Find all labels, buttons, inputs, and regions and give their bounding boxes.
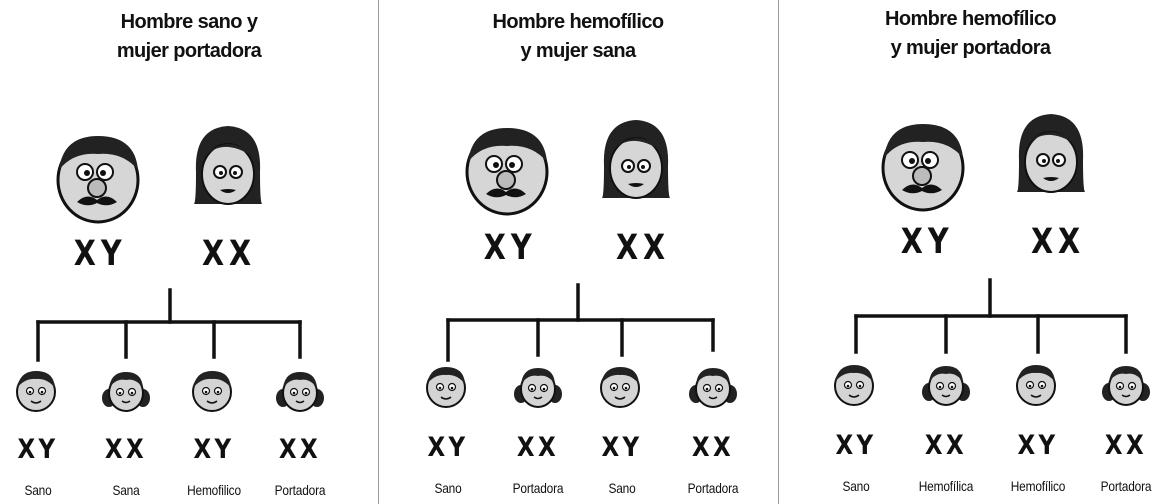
girl-face-icon (1102, 366, 1150, 406)
child-genotype: XY (1017, 430, 1059, 461)
father-genotype: XY (73, 234, 127, 274)
child-label: Portadora (1100, 478, 1152, 494)
boy-face-icon (600, 367, 640, 408)
title-line-2: mujer portadora (116, 40, 262, 62)
panel-title: Hombre hemofílico y mujer sana (378, 8, 778, 66)
panel-2: Hombre hemofílico y mujer sana (378, 0, 778, 504)
child-label: Portadora (274, 482, 326, 498)
mother-face-icon (194, 126, 262, 205)
child-label: Portadora (687, 480, 739, 496)
child-label: Hemofílica (918, 478, 974, 494)
panel-title: Hombre hemofílico y mujer portadora (778, 5, 1163, 63)
title-line-2: y mujer sana (520, 40, 636, 62)
father-face-icon (881, 124, 965, 212)
father-genotype: XY (900, 222, 954, 262)
mother-face-icon (602, 120, 670, 199)
boy-face-icon (1016, 365, 1056, 406)
panel-divider (778, 0, 779, 504)
child-label: Hemofilico (187, 482, 241, 498)
child-label: Sano (608, 480, 636, 496)
mother-genotype: XX (1030, 222, 1086, 262)
boy-face-icon (16, 371, 56, 412)
child-label: Sano (24, 482, 52, 498)
panel-1: Hombre sano y mujer portadora (0, 0, 378, 504)
father-genotype: XY (483, 228, 537, 268)
boy-face-icon (192, 371, 232, 412)
title-line-2: y mujer portadora (890, 37, 1051, 59)
girl-face-icon (276, 372, 324, 412)
father-face-icon (465, 128, 549, 216)
child-genotype: XY (835, 430, 877, 461)
panel-3: Hombre hemofílico y mujer portadora (778, 0, 1163, 504)
child-genotype: XX (691, 432, 735, 463)
boy-face-icon (834, 365, 874, 406)
father-face-icon (56, 136, 140, 224)
title-line-1: Hombre sano y (120, 11, 258, 33)
child-genotype: XX (278, 434, 322, 465)
girl-face-icon (514, 368, 562, 408)
child-label: Hemofílico (1010, 478, 1066, 494)
panel-divider (378, 0, 379, 504)
mother-face-icon (1017, 114, 1085, 193)
girl-face-icon (922, 366, 970, 406)
mother-genotype: XX (615, 228, 671, 268)
child-label: Sano (842, 478, 870, 494)
title-line-1: Hombre hemofílico (492, 11, 665, 33)
child-genotype: XX (516, 432, 560, 463)
child-label: Sano (434, 480, 462, 496)
child-label: Sana (112, 482, 140, 498)
child-genotype: XY (193, 434, 235, 465)
child-genotype: XX (1104, 430, 1148, 461)
mother-genotype: XX (201, 234, 257, 274)
girl-face-icon (689, 368, 737, 408)
child-genotype: XY (601, 432, 643, 463)
boy-face-icon (426, 367, 466, 408)
panel-title: Hombre sano y mujer portadora (0, 8, 378, 66)
child-genotype: XY (427, 432, 469, 463)
title-line-1: Hombre hemofílico (885, 8, 1057, 30)
child-genotype: XX (924, 430, 968, 461)
girl-face-icon (102, 372, 150, 412)
child-label: Portadora (512, 480, 564, 496)
child-genotype: XY (17, 434, 59, 465)
child-genotype: XX (104, 434, 148, 465)
